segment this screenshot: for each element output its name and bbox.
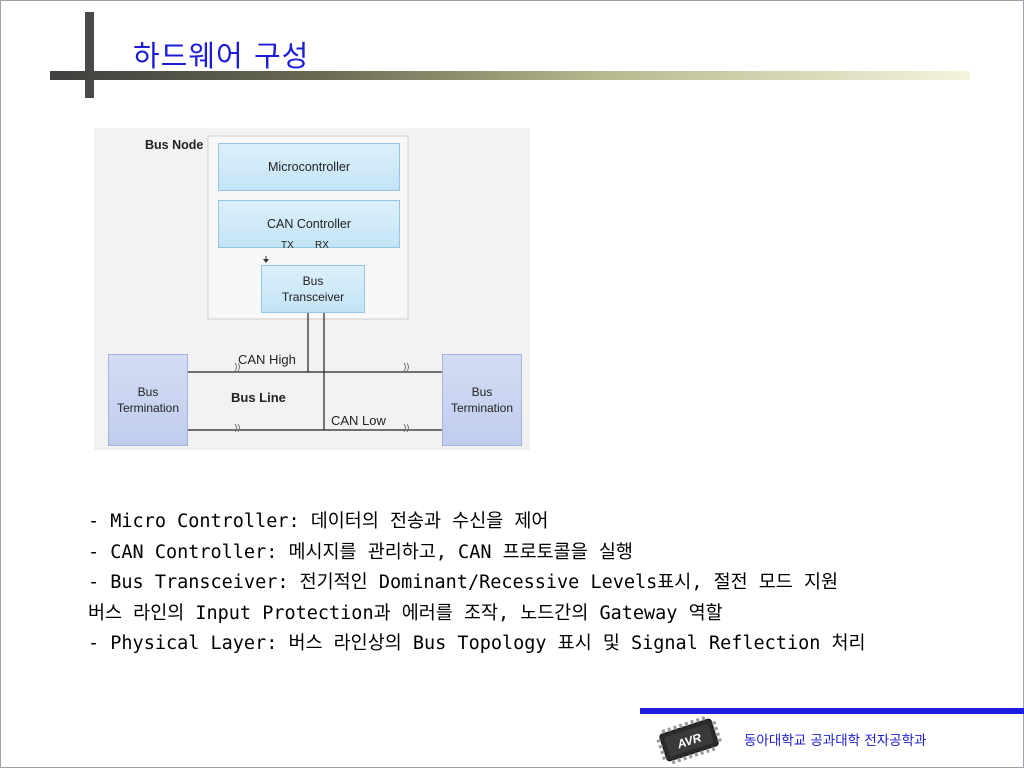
break-mark-high-right [403, 362, 409, 372]
department-name: 동아대학교 공과대학 전자공학과 [744, 733, 927, 749]
bullet-bus-transceiver-cont: 버스 라인의 Input Protection과 에러를 조작, 노드간의 Ga… [88, 602, 723, 624]
bullet-bus-transceiver: - Bus Transceiver: 전기적인 Dominant/Recessi… [88, 572, 838, 593]
termination-right-line1: Bus [471, 385, 493, 399]
can-high-label: CAN High [238, 352, 296, 367]
description-text: - Micro Controller: 데이터의 전송과 수신을 제어 - CAN… [88, 507, 866, 660]
termination-left-line2: Termination [116, 401, 180, 415]
termination-right-line2: Termination [450, 401, 514, 415]
bullet-micro-controller: - Micro Controller: 데이터의 전송과 수신을 제어 [88, 511, 549, 532]
can-controller-label: CAN Controller [266, 217, 352, 231]
slide-title: 하드웨어 구성 [133, 39, 310, 73]
bus-line-label: Bus Line [231, 390, 286, 405]
break-mark-high-left [234, 362, 240, 372]
bus-termination-left: Bus Termination [108, 354, 188, 446]
can-low-label: CAN Low [331, 413, 386, 428]
avr-chip-logo: AVR [656, 716, 722, 765]
break-mark-low-left [234, 423, 240, 433]
transceiver-label-line2: Transceiver [281, 290, 345, 304]
title-vertical-bar [85, 12, 94, 98]
tx-arrow-head [263, 259, 269, 263]
rx-label: RX [315, 240, 329, 251]
microcontroller-label: Microcontroller [268, 160, 350, 174]
bus-transceiver-box: Bus Transceiver [261, 265, 365, 313]
title-underline-bar [50, 71, 970, 80]
termination-left-line1: Bus [137, 385, 159, 399]
bullet-physical-layer: - Physical Layer: 버스 라인상의 Bus Topology 표… [88, 633, 866, 654]
bullet-can-controller: - CAN Controller: 메시지를 관리하고, CAN 프로토콜을 실… [88, 541, 633, 563]
bus-node-label: Bus Node [145, 138, 204, 152]
footer-rule [640, 708, 1024, 714]
break-mark-low-right [403, 423, 409, 433]
can-bus-diagram: Bus Node Microcontroller CAN Controller … [94, 128, 530, 450]
can-controller-box: CAN Controller [218, 200, 400, 248]
bus-termination-right: Bus Termination [442, 354, 522, 446]
microcontroller-box: Microcontroller [218, 143, 400, 191]
transceiver-label-line1: Bus [302, 274, 324, 288]
tx-label: TX [281, 240, 294, 251]
